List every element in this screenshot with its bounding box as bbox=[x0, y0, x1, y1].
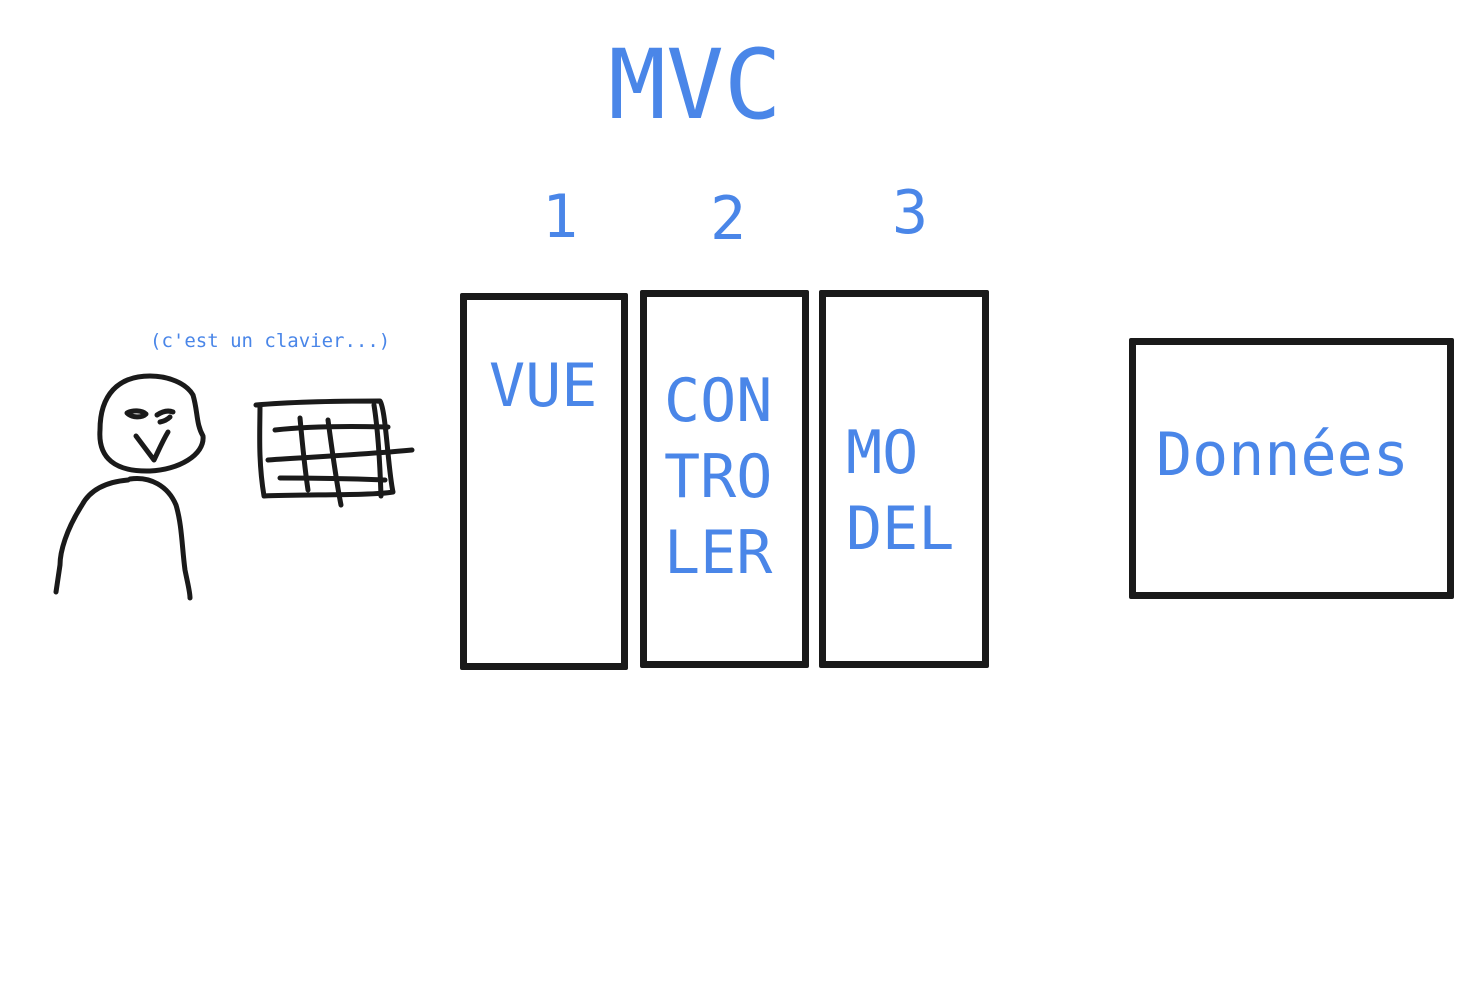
controler-box: CON TRO LER bbox=[640, 290, 809, 668]
model-label: MO DEL bbox=[846, 418, 955, 564]
vue-label: VUE bbox=[489, 351, 598, 421]
controler-label: CON TRO LER bbox=[664, 366, 773, 588]
step-number-1: 1 bbox=[541, 182, 579, 252]
diagram-title: MVC bbox=[608, 29, 782, 141]
donnees-label: Données bbox=[1156, 420, 1409, 490]
vue-box: VUE bbox=[460, 293, 628, 670]
keyboard-sketch-icon bbox=[253, 398, 415, 508]
stick-figure-icon bbox=[53, 373, 206, 601]
keyboard-caption: (c'est un clavier...) bbox=[150, 330, 391, 352]
step-number-3: 3 bbox=[891, 178, 929, 248]
model-box: MO DEL bbox=[819, 290, 989, 668]
donnees-box: Données bbox=[1129, 338, 1454, 599]
step-number-2: 2 bbox=[709, 184, 747, 254]
user-keyboard-sketch bbox=[53, 373, 415, 601]
